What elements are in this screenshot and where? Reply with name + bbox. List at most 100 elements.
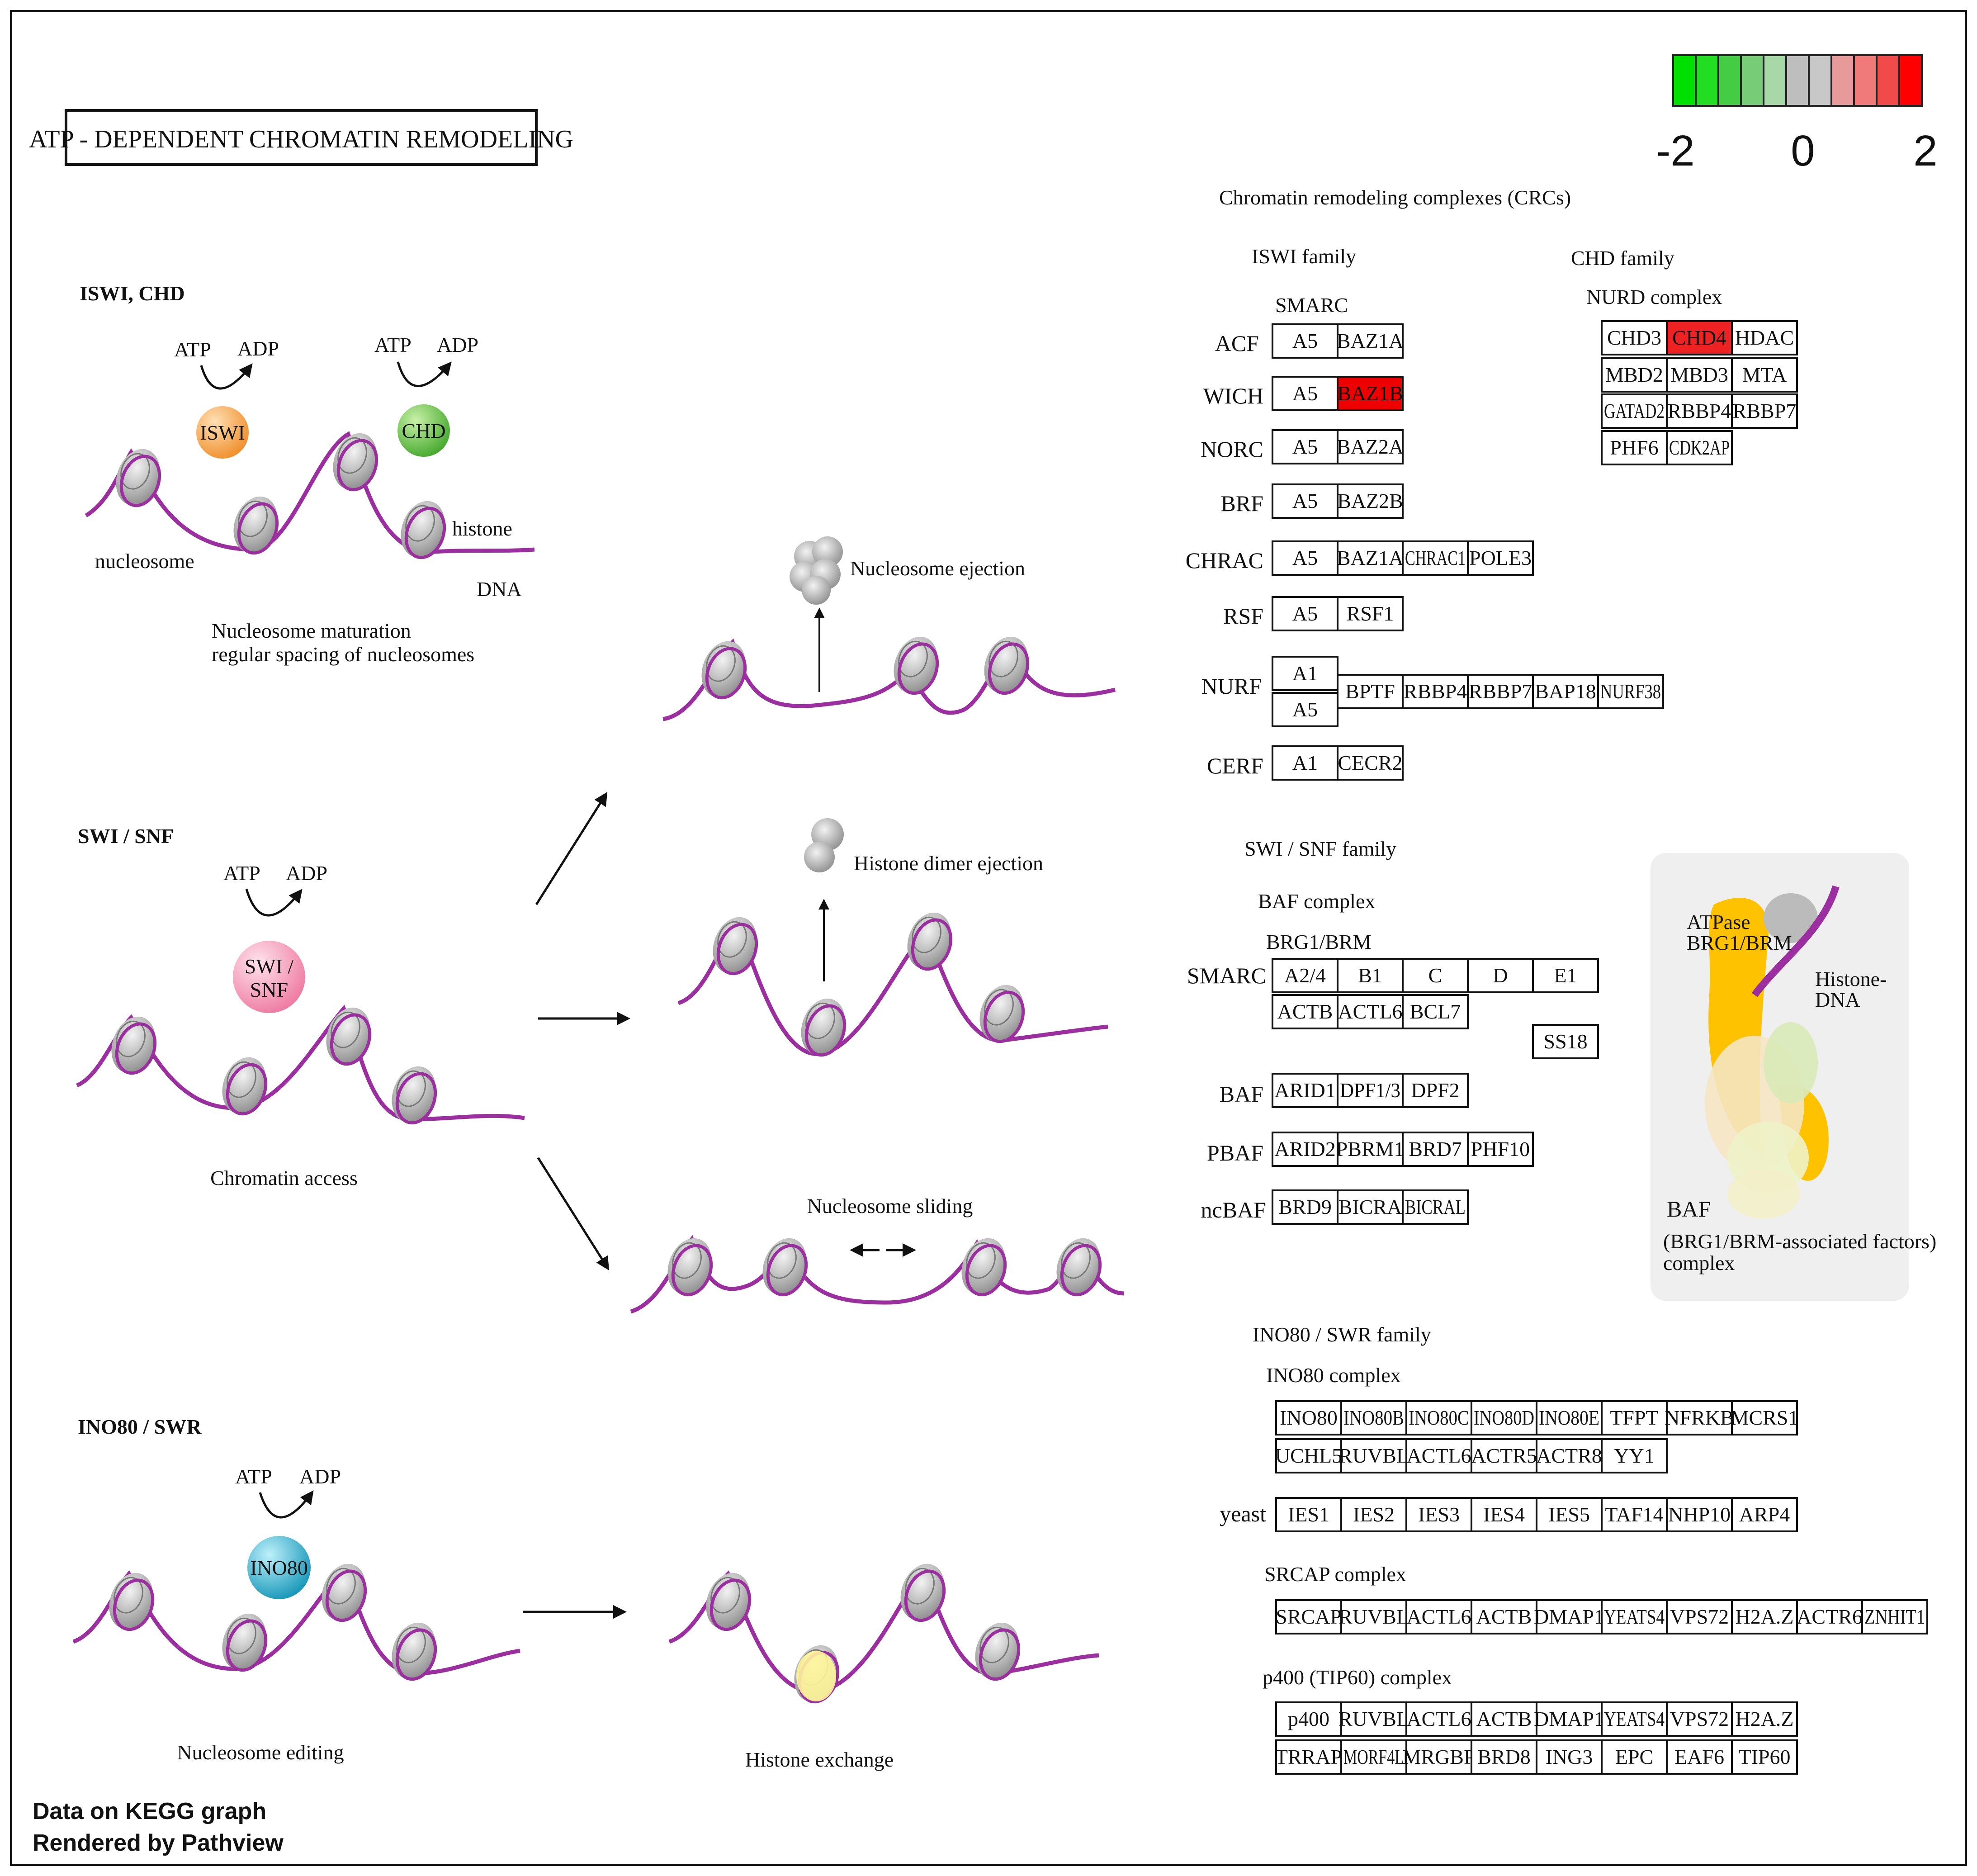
gene-node[interactable]: ZNHIT1 [1861, 1599, 1928, 1634]
gene-node[interactable]: ACTB [1471, 1701, 1537, 1737]
gene-node[interactable]: DPF1/3 [1337, 1073, 1404, 1108]
gene-node[interactable]: YY1 [1601, 1438, 1668, 1473]
gene-node[interactable]: D [1467, 958, 1534, 993]
gene-node[interactable]: ARID1 [1272, 1073, 1338, 1108]
gene-node[interactable]: INO80C [1405, 1400, 1472, 1435]
gene-node[interactable]: BAZ2B [1337, 483, 1404, 519]
gene-node[interactable]: SS18 [1532, 1024, 1599, 1059]
gene-node[interactable]: DMAP1 [1534, 1701, 1604, 1737]
gene-node[interactable]: BRD8 [1471, 1739, 1537, 1775]
gene-node[interactable]: CDK2AP [1666, 430, 1733, 465]
gene-node[interactable]: INO80B [1340, 1400, 1407, 1435]
gene-node[interactable]: ARP4 [1731, 1497, 1798, 1532]
gene-node[interactable]: ACTB [1272, 994, 1338, 1029]
gene-node[interactable]: POLE3 [1467, 540, 1534, 576]
gene-node[interactable]: VPS72 [1666, 1701, 1733, 1737]
gene-node[interactable]: IES1 [1275, 1497, 1342, 1532]
gene-node[interactable]: ING3 [1536, 1739, 1603, 1775]
gene-node[interactable]: RBBP7 [1731, 393, 1798, 429]
gene-node[interactable]: ACTR5 [1471, 1438, 1537, 1473]
gene-node[interactable]: ACTL6 [1405, 1701, 1472, 1737]
gene-node[interactable]: ACTR6 [1796, 1599, 1863, 1634]
gene-node[interactable]: YEATS4 [1601, 1599, 1668, 1634]
gene-node[interactable]: BICRA [1337, 1189, 1404, 1225]
gene-node[interactable]: A5 [1272, 540, 1338, 576]
gene-node[interactable]: IES2 [1340, 1497, 1407, 1532]
gene-node[interactable]: ACTR8 [1536, 1438, 1603, 1473]
gene-node[interactable]: HDAC [1731, 320, 1798, 355]
gene-node[interactable]: A2/4 [1272, 958, 1338, 993]
gene-node[interactable]: CECR2 [1337, 745, 1404, 781]
gene-node[interactable]: BAZ1A [1337, 323, 1404, 359]
gene-node[interactable]: RBBP7 [1467, 674, 1534, 709]
gene-node[interactable]: IES4 [1471, 1497, 1537, 1532]
gene-node[interactable]: A5 [1272, 596, 1338, 631]
gene-node[interactable]: MTA [1731, 357, 1798, 393]
gene-node[interactable]: ARID2 [1272, 1132, 1338, 1167]
gene-node[interactable]: A5 [1272, 376, 1338, 411]
gene-node[interactable]: TIP60 [1731, 1739, 1798, 1775]
gene-node[interactable]: CHD3 [1601, 320, 1668, 355]
gene-node[interactable]: DPF2 [1402, 1073, 1469, 1108]
gene-node[interactable]: EPC [1601, 1739, 1668, 1775]
gene-node[interactable]: p400 [1275, 1701, 1342, 1737]
gene-node[interactable]: MBD2 [1601, 357, 1668, 393]
gene-node[interactable]: BRD9 [1272, 1189, 1338, 1225]
gene-node[interactable]: RUVBL [1338, 1438, 1409, 1473]
gene-node[interactable]: NHP10 [1666, 1497, 1733, 1532]
gene-node[interactable]: BAZ1B [1337, 376, 1404, 411]
gene-node[interactable]: YEATS4 [1601, 1701, 1668, 1737]
gene-node[interactable]: E1 [1532, 958, 1599, 993]
gene-node[interactable]: ACTL6 [1405, 1599, 1472, 1634]
gene-node[interactable]: B1 [1337, 958, 1404, 993]
gene-node[interactable]: TFPT [1601, 1400, 1668, 1435]
gene-node[interactable]: INO80E [1536, 1400, 1603, 1435]
gene-node[interactable]: IES5 [1536, 1497, 1603, 1532]
gene-node[interactable]: SRCAP [1275, 1599, 1342, 1634]
gene-node[interactable]: BICRAL [1402, 1189, 1469, 1225]
gene-node[interactable]: RBBP4 [1402, 674, 1469, 709]
gene-node[interactable]: ACTL6 [1405, 1438, 1472, 1473]
gene-node[interactable]: MRGBP [1402, 1739, 1476, 1775]
gene-node[interactable]: NFRKB [1665, 1400, 1734, 1435]
gene-node[interactable]: NURF38 [1597, 674, 1664, 709]
gene-node[interactable]: ACTB [1471, 1599, 1537, 1634]
gene-node[interactable]: INO80D [1471, 1400, 1537, 1435]
gene-node[interactable]: BAZ1A [1337, 540, 1404, 576]
gene-node[interactable]: PBRM1 [1336, 1132, 1405, 1167]
gene-node[interactable]: IES3 [1405, 1497, 1472, 1532]
gene-node[interactable]: MORF4L [1340, 1739, 1407, 1775]
gene-node[interactable]: BCL7 [1402, 994, 1469, 1029]
gene-node[interactable]: ACTL6 [1337, 994, 1404, 1029]
gene-node[interactable]: RBBP4 [1666, 393, 1733, 429]
gene-node[interactable]: BRD7 [1402, 1132, 1469, 1167]
gene-node[interactable]: EAF6 [1666, 1739, 1733, 1775]
gene-node[interactable]: TRRAP [1275, 1739, 1342, 1775]
gene-node[interactable]: DMAP1 [1534, 1599, 1604, 1634]
gene-node[interactable]: TAF14 [1601, 1497, 1668, 1532]
gene-node[interactable]: MBD3 [1666, 357, 1733, 393]
gene-node[interactable]: RUVBL [1338, 1599, 1409, 1634]
gene-node[interactable]: A1 [1272, 745, 1338, 781]
gene-node[interactable]: BPTF [1337, 674, 1404, 709]
gene-node[interactable]: A1 [1272, 656, 1338, 691]
gene-node[interactable]: RUVBL [1338, 1701, 1409, 1737]
gene-node[interactable]: C [1402, 958, 1469, 993]
gene-node[interactable]: A5 [1272, 483, 1338, 519]
gene-node[interactable]: BAZ2A [1337, 429, 1404, 464]
gene-node[interactable]: CHD4 [1666, 320, 1733, 355]
gene-node[interactable]: H2A.Z [1731, 1599, 1798, 1634]
gene-node[interactable]: BAP18 [1532, 674, 1599, 709]
gene-node[interactable]: A5 [1272, 429, 1338, 464]
gene-node[interactable]: RSF1 [1337, 596, 1404, 631]
gene-node[interactable]: H2A.Z [1731, 1701, 1798, 1737]
gene-node[interactable]: GATAD2 [1601, 393, 1668, 429]
gene-node[interactable]: INO80 [1275, 1400, 1342, 1435]
gene-node[interactable]: CHRAC1 [1402, 540, 1469, 576]
gene-node[interactable]: PHF6 [1601, 430, 1668, 465]
gene-node[interactable]: UCHL5 [1275, 1438, 1342, 1473]
gene-node[interactable]: A5 [1272, 323, 1338, 359]
gene-node[interactable]: MCRS1 [1731, 1400, 1799, 1435]
gene-node[interactable]: A5 [1272, 692, 1338, 727]
gene-node[interactable]: VPS72 [1666, 1599, 1733, 1634]
